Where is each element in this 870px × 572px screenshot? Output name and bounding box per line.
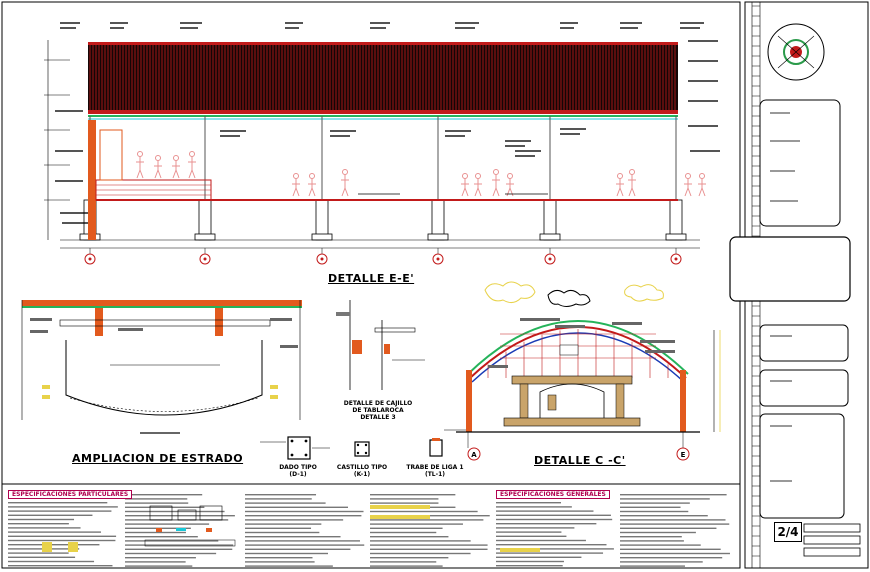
axis-a-label: A — [471, 451, 477, 459]
detail-cc-title: DETALLE C -C' — [534, 454, 626, 467]
trabe-line-1: TRABE DE LIGA 1 — [406, 464, 464, 471]
trabe-label: TRABE DE LIGA 1 (TL-1) — [400, 464, 470, 478]
cajillo-line-2: DE TABLAROCA — [352, 407, 404, 414]
detail-cajillo — [336, 300, 425, 390]
dado-line-1: DADO TIPO — [279, 464, 317, 471]
structural-sections — [260, 429, 466, 460]
dado-line-2: (D-1) — [289, 471, 307, 478]
section-ee — [44, 22, 720, 265]
dado-label: DADO TIPO (D-1) — [270, 464, 326, 478]
cajillo-line-3: DETALLE 3 — [360, 414, 396, 421]
cajillo-line-1: DETALLE DE CAJILLO — [343, 400, 413, 407]
trabe-line-2: (TL-1) — [424, 471, 446, 478]
castillo-line-1: CASTILLO TIPO — [336, 464, 388, 471]
castillo-line-2: (K-1) — [353, 471, 371, 478]
detail-ee-title: DETALLE E-E' — [328, 272, 415, 285]
spec-details — [42, 505, 540, 552]
spec-generales-title: ESPECIFICACIONES GENERALES — [496, 490, 610, 499]
title-block — [729, 2, 861, 568]
roof-slats — [89, 45, 676, 110]
specs-text-block — [8, 494, 730, 567]
axis-e-label: E — [681, 451, 686, 459]
spec-particulares-title: ESPECIFICACIONES PARTICULARES — [8, 490, 133, 499]
cajillo-label: DETALLE DE CAJILLO DE TABLAROCA DETALLE … — [336, 400, 420, 421]
castillo-label: CASTILLO TIPO (K-1) — [330, 464, 394, 478]
section-cc: A E — [456, 281, 721, 461]
detail-estrado — [21, 300, 302, 434]
ampliacion-title: AMPLIACION DE ESTRADO — [72, 452, 244, 465]
sheet-number: 2/4 — [774, 522, 802, 542]
